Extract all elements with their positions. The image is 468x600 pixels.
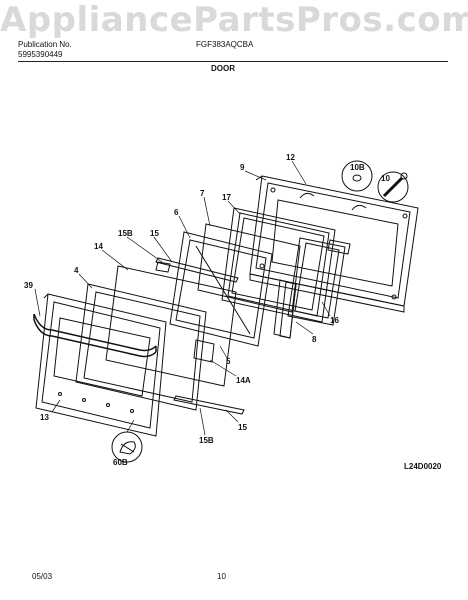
inner-glass [197, 223, 301, 339]
callout-5: 5 [226, 357, 231, 366]
callout-6: 6 [174, 208, 179, 217]
callout-labels: 12 9 10B 10 7 17 6 15B 15 14 4 39 16 8 5… [24, 153, 390, 467]
outer-door-panel [35, 293, 167, 437]
publication-label: Publication No. [18, 40, 72, 49]
callout-17: 17 [222, 193, 231, 202]
callout-10b: 10B [350, 163, 365, 172]
callout-12: 12 [286, 153, 295, 162]
door-gasket [221, 207, 336, 323]
callout-9: 9 [240, 163, 245, 172]
callout-60b: 60B [113, 458, 128, 467]
page-number: 10 [217, 572, 226, 581]
model-number: FGF383AQCBA [196, 40, 254, 49]
header-rule [18, 61, 448, 62]
outer-glass [75, 283, 207, 411]
publication-number: 5995390449 [18, 50, 63, 59]
diagram-code: L24D0020 [404, 462, 442, 471]
callout-10: 10 [381, 174, 390, 183]
callout-15-bottom: 15 [238, 423, 247, 432]
hinge-screw-callout [341, 160, 409, 203]
window-frame [169, 231, 273, 347]
callout-8: 8 [312, 335, 317, 344]
watermark: AppliancePartsPros.com [0, 0, 468, 40]
callout-15-top: 15 [150, 229, 159, 238]
door-insulation [287, 237, 346, 326]
section-title: DOOR [211, 64, 235, 73]
heat-shield [105, 265, 237, 387]
glass-retainer [155, 257, 245, 415]
callout-14: 14 [94, 242, 103, 251]
callout-13: 13 [40, 413, 49, 422]
callout-7: 7 [200, 189, 205, 198]
callout-15b-top: 15B [118, 229, 133, 238]
callout-39: 39 [24, 281, 33, 290]
leader-lines [34, 160, 331, 436]
callout-16: 16 [330, 316, 339, 325]
footer-date: 05/03 [32, 572, 53, 581]
door-handle [33, 313, 157, 358]
callout-14a: 14A [236, 376, 251, 385]
callout-4: 4 [74, 266, 79, 275]
callout-15b-bottom: 15B [199, 436, 214, 445]
door-liner [249, 175, 419, 313]
